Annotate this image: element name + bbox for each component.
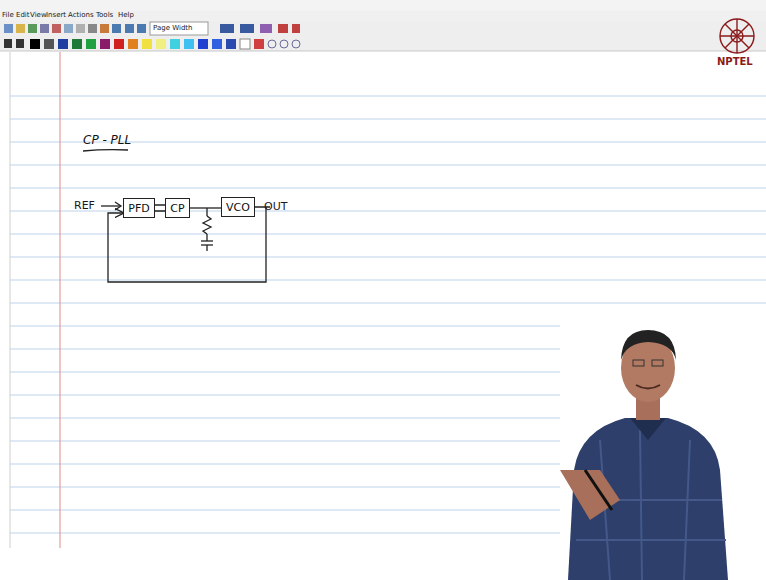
- block-label: CP: [170, 202, 184, 215]
- block-box: PFD: [123, 198, 155, 218]
- signal-wire: [108, 207, 270, 282]
- signal-wire: [155, 205, 165, 211]
- menu-item: Actions: [68, 11, 94, 19]
- block-box: VCO: [221, 197, 255, 217]
- block-label: VCO: [226, 201, 250, 214]
- menu-item: Help: [118, 11, 134, 19]
- menu-item: Edit: [16, 11, 30, 19]
- menu-item: File: [2, 11, 14, 19]
- zoom-dropdown: Page Width: [153, 24, 193, 32]
- signal-name: REF: [74, 199, 95, 212]
- signal-name: OUT: [264, 200, 287, 213]
- menu-item: View: [30, 11, 47, 19]
- block-box: CP: [165, 198, 190, 218]
- block-label: PFD: [128, 202, 149, 215]
- logo-text: NPTEL: [717, 56, 753, 67]
- menu-item: Insert: [46, 11, 66, 19]
- diagram-title: CP - PLL: [83, 133, 131, 147]
- menu-item: Tools: [96, 11, 113, 19]
- signal-wire: [190, 207, 221, 208]
